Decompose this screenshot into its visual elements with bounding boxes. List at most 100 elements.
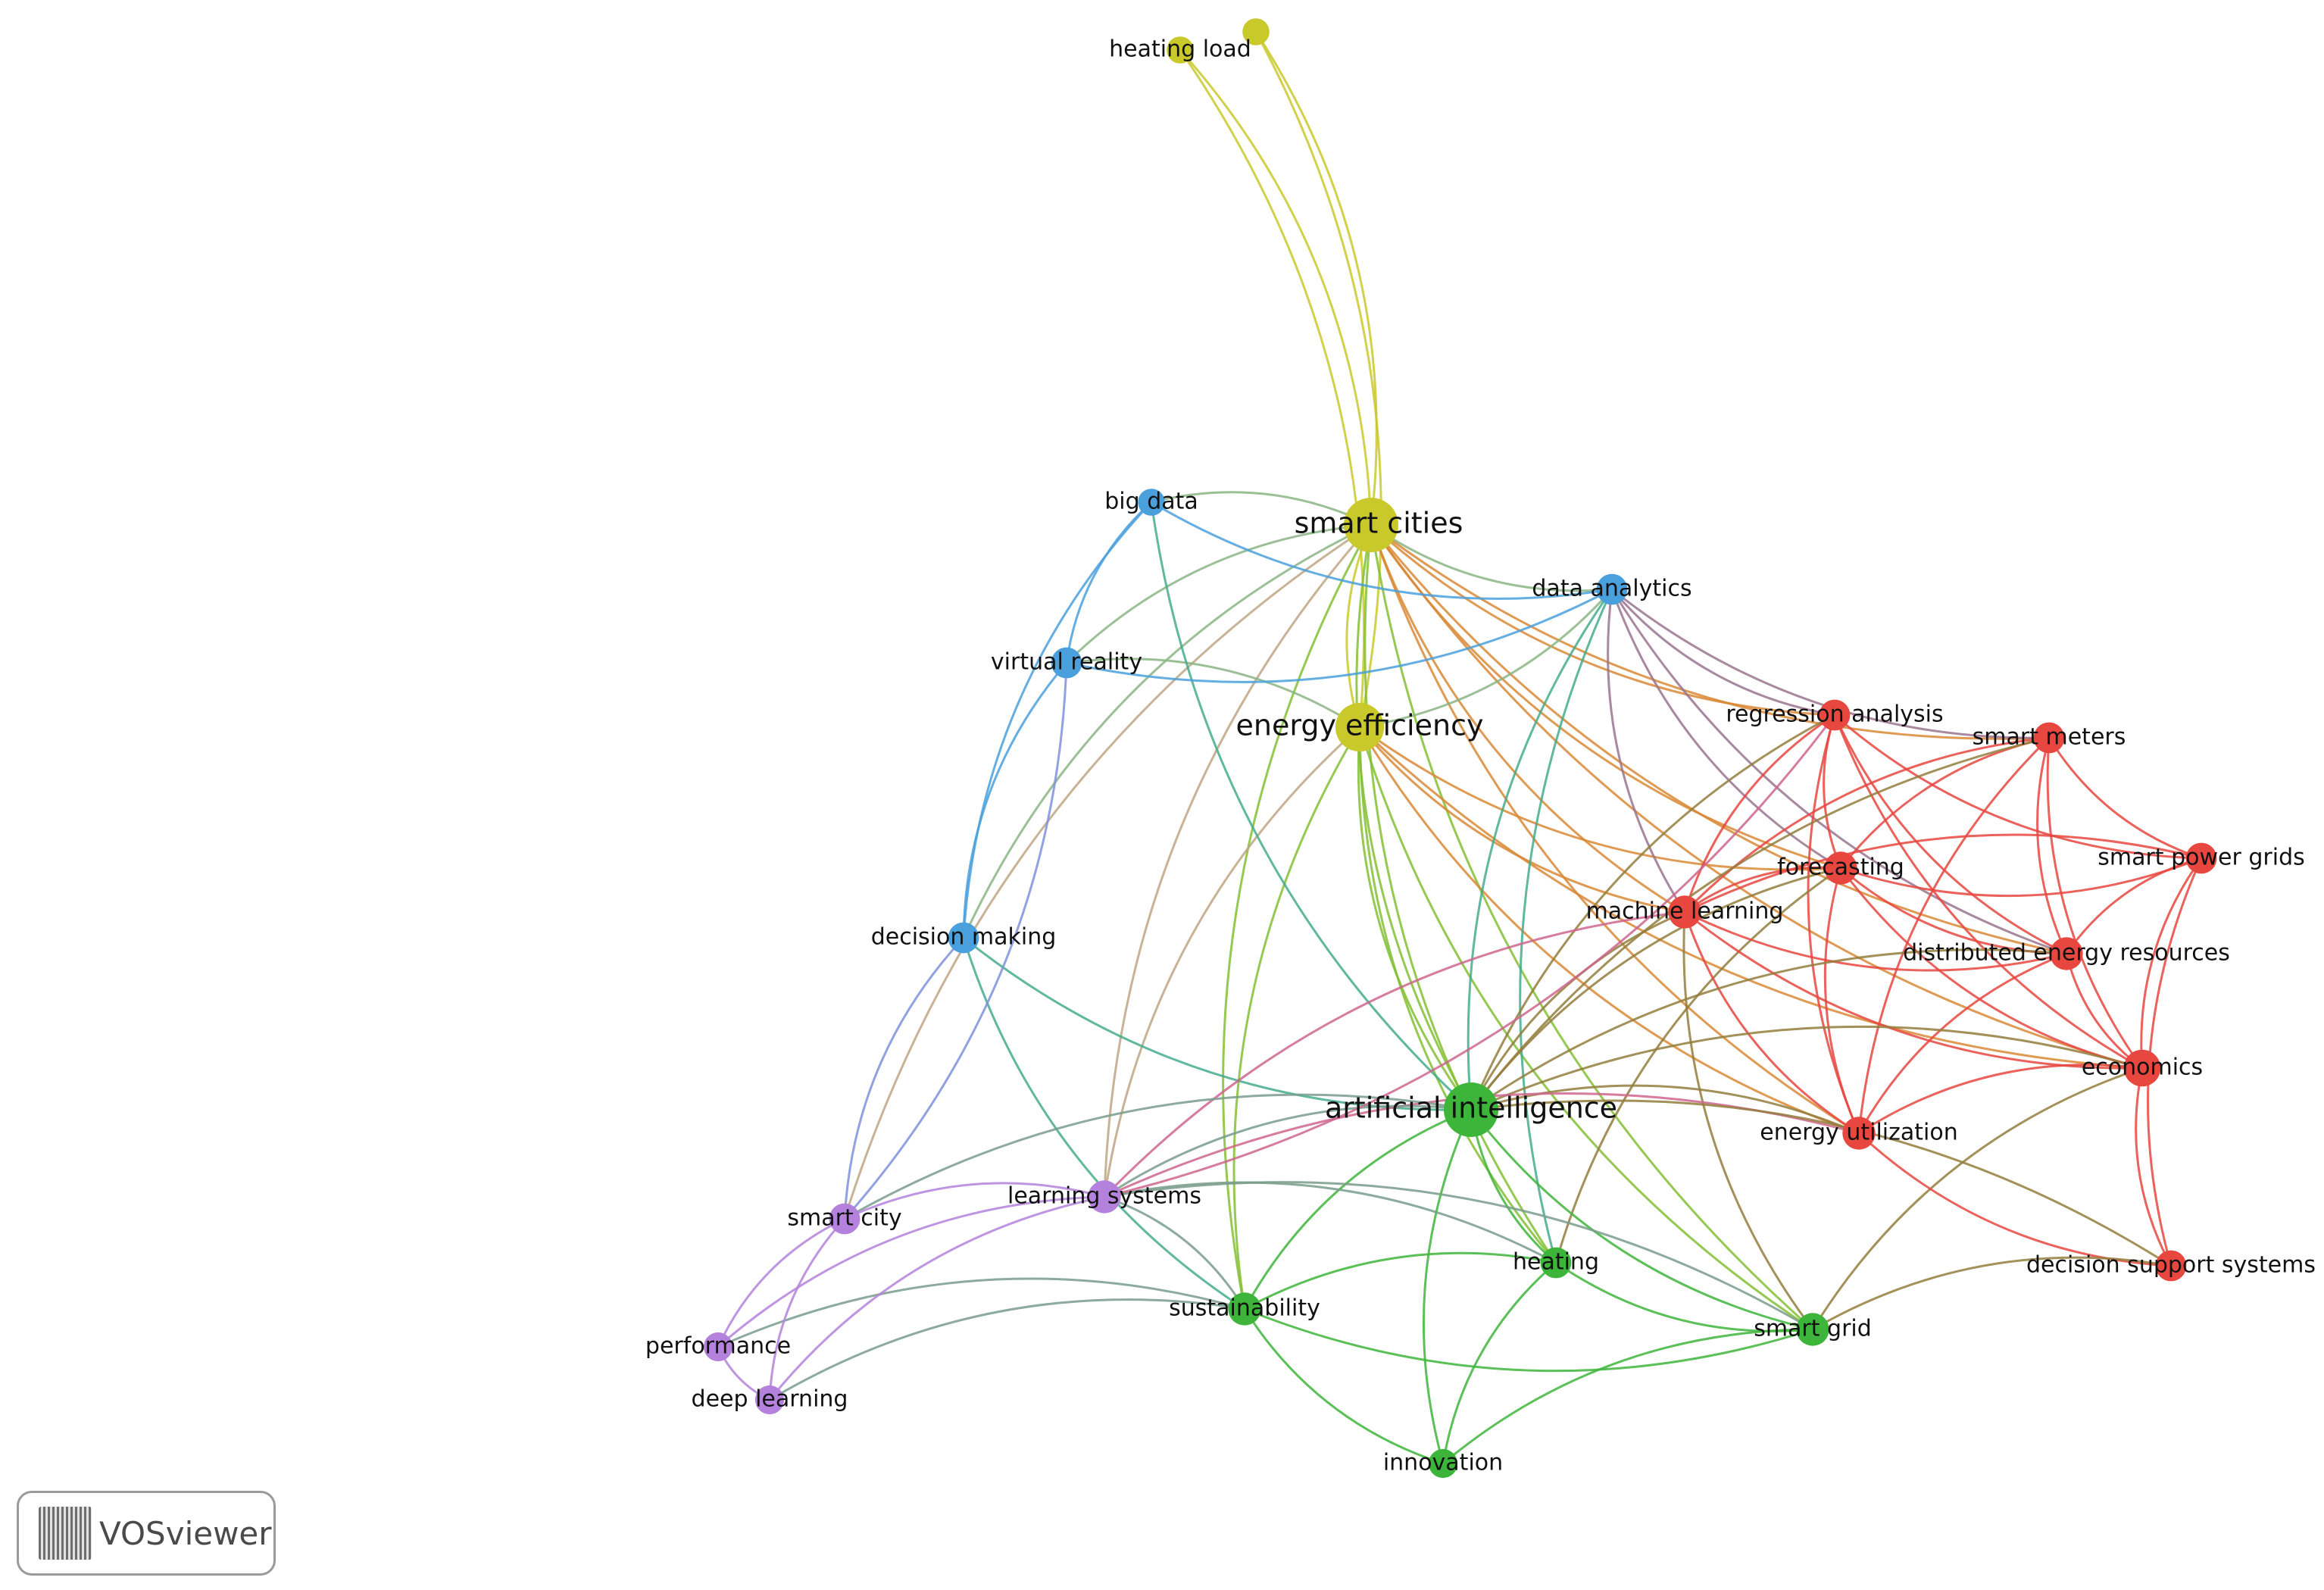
vosviewer-wordmark: VOSviewer	[99, 1514, 272, 1552]
edge-regression_analysis-economics	[1833, 714, 2143, 1070]
edge-smart_cities-virtual_reality	[1065, 523, 1372, 664]
node-smart-cities[interactable]	[1344, 498, 1398, 552]
edge-data_analytics-distributed_energy_resources	[1610, 589, 2067, 955]
edge-sustainability-performance	[717, 1277, 1245, 1348]
edge-big_data-decision_making	[962, 501, 1153, 939]
node-artificial-intelligence[interactable]	[1444, 1082, 1498, 1137]
edge-smart_power_grids-economics	[2140, 857, 2203, 1069]
node-smart-city[interactable]	[829, 1203, 861, 1235]
node-yellow-unlabeled[interactable]	[1242, 18, 1270, 45]
edge-artificial_intelligence-smart_grid	[1470, 1109, 1813, 1331]
node-smart-grid[interactable]	[1796, 1313, 1829, 1346]
edge-smart_cities-heating	[1363, 524, 1557, 1264]
edge-sustainability-deep_learning	[769, 1298, 1245, 1401]
label-machine-learning: machine learning	[1586, 898, 1784, 925]
edge-smart_cities-learning_systems	[1103, 524, 1373, 1198]
node-decision-making[interactable]	[948, 922, 979, 954]
node-learning-systems[interactable]	[1088, 1180, 1121, 1214]
edge-smart_cities-regression_analysis	[1370, 523, 1835, 717]
edge-data_analytics-artificial_intelligence	[1467, 589, 1613, 1111]
node-big-data[interactable]	[1138, 489, 1165, 516]
edge-sustainability-innovation	[1243, 1308, 1444, 1465]
edge-energy_efficiency-data_analytics	[1359, 589, 1613, 729]
label-decision-support-systems: decision support systems	[2026, 1252, 2316, 1279]
node-sustainability[interactable]	[1228, 1292, 1261, 1326]
edge-smart_meters-artificial_intelligence	[1470, 736, 2050, 1111]
edge-decision_making-smart_city	[843, 936, 965, 1220]
edge-learning_systems-regression_analysis	[1104, 714, 1836, 1198]
edge-smart_city-virtual_reality	[843, 662, 1068, 1220]
edge-regression_analysis-forecasting	[1823, 714, 1842, 869]
edge-heating-learning_systems	[1104, 1181, 1557, 1264]
edge-machine_learning-artificial_intelligence	[1470, 911, 1685, 1111]
edge-distributed_energy_resources-artificial_intelligence	[1470, 948, 2067, 1111]
label-forecasting: forecasting	[1777, 854, 1904, 881]
edge-layer	[717, 31, 2203, 1465]
node-machine-learning[interactable]	[1668, 895, 1701, 929]
node-energy-efficiency[interactable]	[1335, 702, 1385, 752]
node-distributed-energy-resources[interactable]	[2050, 937, 2083, 970]
edge-big_data-data_analytics	[1151, 501, 1613, 600]
edge-smart_cities-energy_utilization	[1370, 524, 1860, 1135]
edge-data_analytics-smart_meters	[1611, 588, 2050, 739]
edge-smart_grid-innovation	[1442, 1328, 1813, 1465]
edge-energy_efficiency-machine_learning	[1358, 726, 1685, 914]
node-energy-utilization[interactable]	[1842, 1117, 1876, 1150]
node-innovation[interactable]	[1428, 1448, 1458, 1479]
label-virtual-reality: virtual reality	[991, 649, 1142, 676]
edge-artificial_intelligence-innovation	[1422, 1109, 1473, 1464]
edge-forecasting-smart_power_grids	[1840, 857, 2202, 898]
edge-data_analytics-heating	[1519, 589, 1613, 1264]
edge-energy_efficiency-economics	[1358, 726, 2143, 1070]
edge-regression_analysis-artificial_intelligence	[1470, 714, 1835, 1111]
edge-energy_efficiency-learning_systems	[1103, 726, 1360, 1198]
node-decision-support-systems[interactable]	[2155, 1250, 2187, 1282]
edge-sustainability-smart_grid	[1244, 1307, 1813, 1373]
label-artificial-intelligence: artificial intelligence	[1325, 1092, 1617, 1125]
edge-smart_meters-smart_power_grids	[2048, 737, 2202, 860]
edge-smart_cities-smart_meters	[1370, 523, 2050, 740]
edge-smart_cities-heating_load	[1179, 49, 1373, 526]
edge-smart_power_grids-machine_learning	[1684, 833, 2202, 914]
node-smart-meters[interactable]	[2033, 722, 2065, 754]
label-heating-load: heating load	[1109, 36, 1251, 63]
label-smart-meters: smart meters	[1973, 724, 2126, 751]
label-energy-efficiency: energy efficiency	[1236, 709, 1484, 742]
label-economics: economics	[2082, 1054, 2203, 1081]
edge-economics-smart_grid	[1811, 1067, 2143, 1330]
node-heating-load[interactable]	[1167, 36, 1194, 64]
node-smart-power-grids[interactable]	[2185, 842, 2217, 874]
node-deep-learning[interactable]	[754, 1385, 785, 1415]
label-smart-city: smart city	[787, 1205, 901, 1232]
edge-smart_cities-data_analytics	[1370, 523, 1613, 592]
edge-learning_systems-deep_learning	[768, 1195, 1105, 1401]
edge-smart_meters-economics	[2046, 737, 2144, 1069]
node-economics[interactable]	[2123, 1049, 2161, 1087]
edge-energy_efficiency-energy_utilization	[1358, 726, 1860, 1135]
edge-energy_utilization-decision_support_systems	[1857, 1132, 2172, 1267]
edge-learning_systems-smart_city	[844, 1182, 1105, 1220]
node-performance[interactable]	[703, 1332, 733, 1362]
edge-decision_making-artificial_intelligence	[963, 936, 1472, 1111]
label-smart-grid: smart grid	[1754, 1316, 1872, 1342]
label-decision-making: decision making	[871, 924, 1057, 951]
edge-forecasting-heating	[1554, 867, 1841, 1264]
edge-smart_cities-machine_learning	[1370, 524, 1685, 914]
edge-smart_grid-learning_systems	[1104, 1181, 1813, 1331]
node-heating[interactable]	[1540, 1247, 1572, 1279]
node-data-analytics[interactable]	[1596, 573, 1628, 605]
node-virtual-reality[interactable]	[1051, 647, 1082, 679]
node-layer	[703, 18, 2217, 1479]
edge-machine_learning-learning_systems	[1103, 911, 1685, 1198]
node-regression-analysis[interactable]	[1819, 699, 1851, 731]
edge-regression_analysis-smart_power_grids	[1834, 714, 2202, 860]
edge-data_analytics-forecasting	[1610, 589, 1841, 870]
node-forecasting[interactable]	[1824, 851, 1857, 885]
edge-smart_cities-yellow_unlabeled	[1254, 31, 1378, 526]
edge-machine_learning-smart_grid	[1682, 911, 1814, 1330]
edge-decision_making-sustainability	[962, 937, 1245, 1310]
edge-economics-decision_support_systems	[2135, 1067, 2173, 1267]
edge-smart_cities-artificial_intelligence	[1355, 524, 1473, 1111]
edge-smart_city-deep_learning	[768, 1217, 846, 1401]
edge-economics-artificial_intelligence	[1470, 1025, 2143, 1111]
